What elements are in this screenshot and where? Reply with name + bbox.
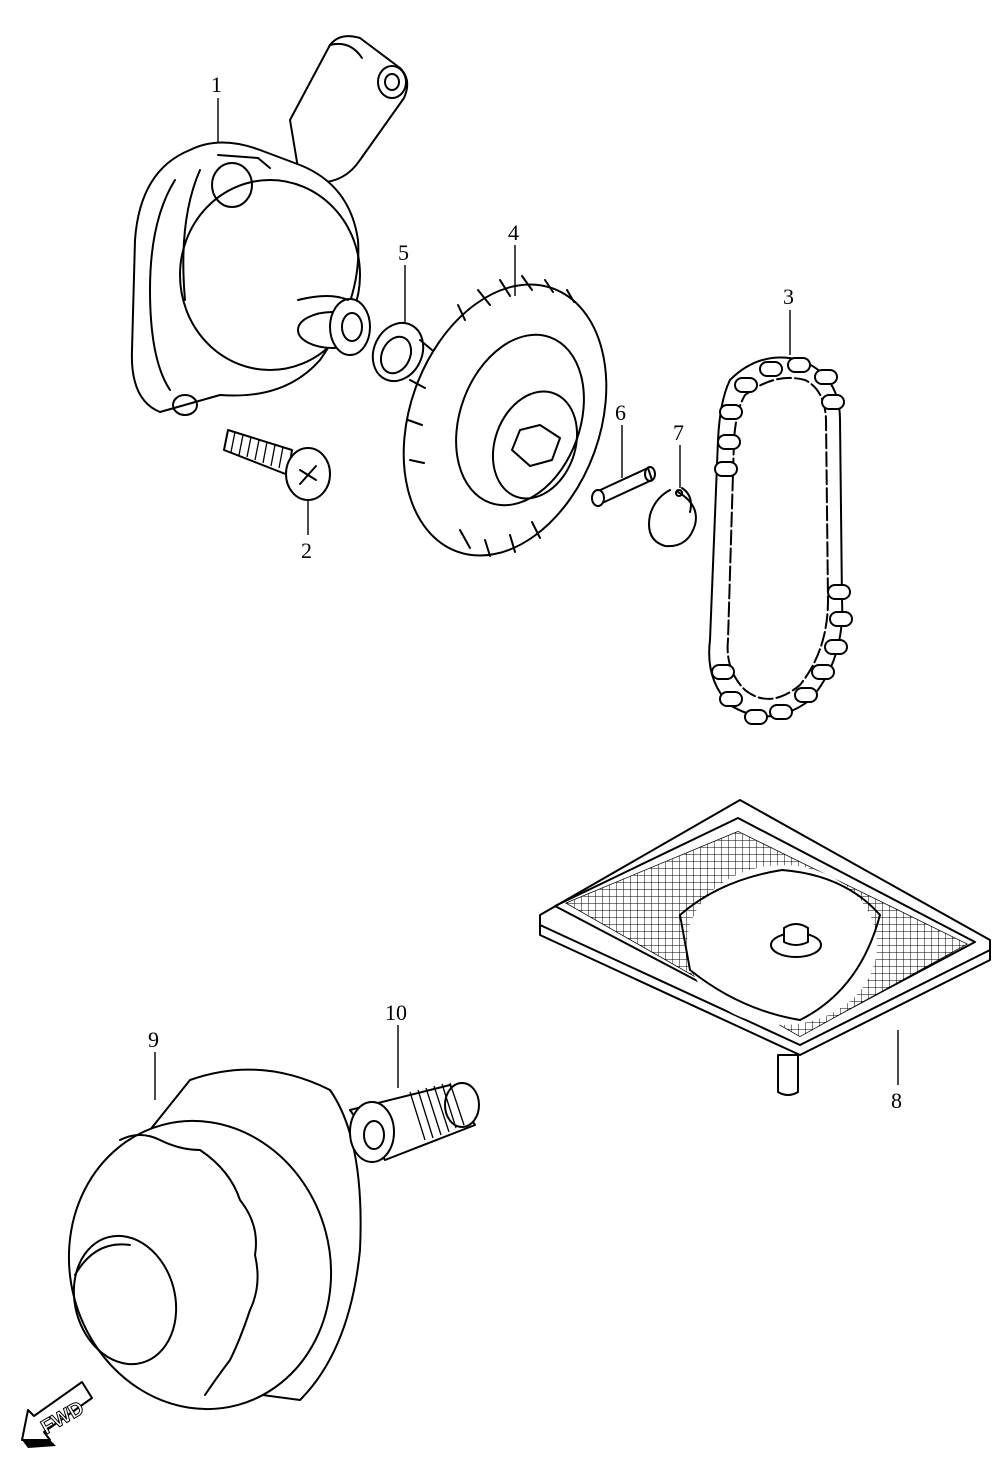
callout-6: 6 [615, 400, 626, 425]
callout-3: 3 [783, 284, 794, 309]
callout-2: 2 [301, 538, 312, 563]
callout-5: 5 [398, 240, 409, 265]
callout-9: 9 [148, 1027, 159, 1052]
union-bolt [349, 1082, 480, 1163]
sprocket [402, 275, 608, 557]
oil-pump-body [130, 35, 409, 416]
callout-10: 10 [385, 1000, 407, 1025]
chain [708, 356, 853, 725]
callout-4: 4 [508, 220, 519, 245]
callout-labels: 1 2 3 4 5 6 7 8 9 10 [148, 72, 902, 1113]
oil-filter [67, 1068, 362, 1411]
fwd-arrow-icon: FWD [21, 1381, 93, 1448]
bolt [223, 429, 331, 501]
oil-strainer [539, 799, 991, 1096]
callout-7: 7 [673, 420, 684, 445]
washer [371, 321, 425, 383]
callout-8: 8 [891, 1088, 902, 1113]
callout-1: 1 [211, 72, 222, 97]
circlip [648, 487, 697, 548]
pin [591, 466, 656, 507]
leader-lines [154, 98, 899, 1100]
